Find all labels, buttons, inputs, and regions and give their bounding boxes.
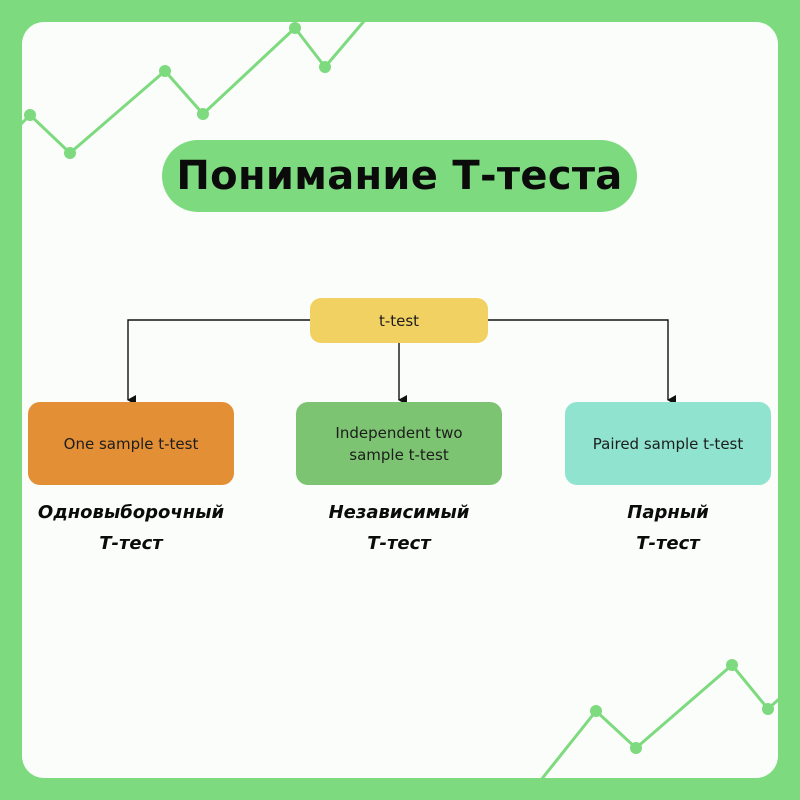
paired-caption-line1: Парный (627, 502, 709, 523)
page-title: Понимание Т-теста (176, 153, 623, 199)
paired-caption-line2: Т-тест (636, 533, 700, 554)
independent-caption-line1: Независимый (328, 502, 470, 523)
paired-node: Paired sample t-test (565, 402, 771, 485)
connector-paired (488, 319, 676, 405)
one-sample-node-label: One sample t-test (63, 434, 199, 453)
independent-caption-line2: Т-тест (367, 533, 431, 554)
independent-node: Independent two sample t-test (296, 402, 502, 485)
paired-caption: Парный Т-тест (548, 497, 788, 559)
root-node-label: t-test (378, 311, 420, 330)
one-sample-caption-line2: Т-тест (99, 533, 163, 554)
root-node: t-test (310, 298, 488, 343)
independent-caption: Независимый Т-тест (279, 497, 519, 559)
title-pill: Понимание Т-теста (162, 140, 637, 212)
connector-one-sample (127, 319, 310, 405)
paired-node-label: Paired sample t-test (592, 434, 744, 453)
one-sample-caption: Одновыборочный Т-тест (11, 497, 251, 559)
independent-node-label: Independent two sample t-test (335, 423, 463, 464)
one-sample-node: One sample t-test (28, 402, 234, 485)
one-sample-caption-line1: Одновыборочный (37, 502, 225, 523)
